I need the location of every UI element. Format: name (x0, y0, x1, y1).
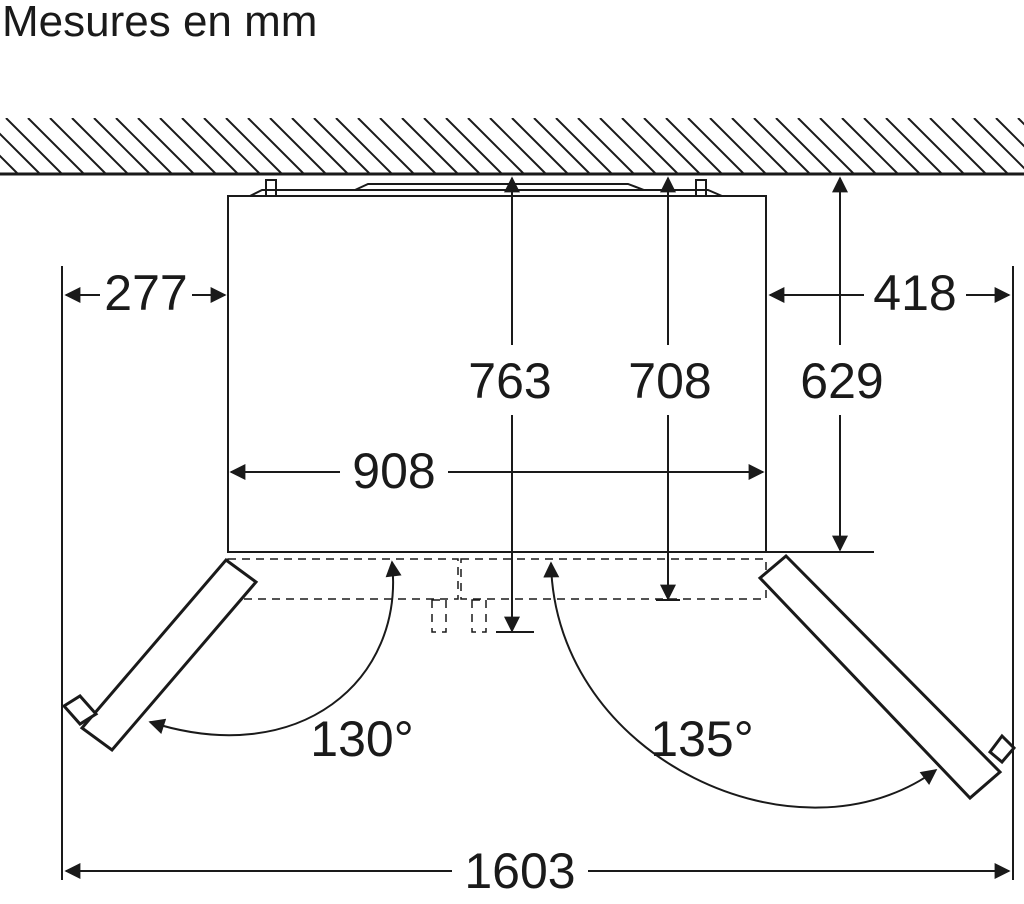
wall-hatch-line (49, 118, 107, 174)
wall-hatch-line (467, 118, 525, 174)
wall-hatch-line (643, 118, 701, 174)
wall-hatch-line (423, 118, 481, 174)
dimension-left-clearance: 277 (64, 265, 227, 321)
wall-hatch-line (269, 118, 327, 174)
wall-hatch-line (555, 118, 613, 174)
wall-hatch-line (797, 118, 855, 174)
closed-door-outlines (227, 558, 767, 633)
wall-hatch-line (819, 118, 877, 174)
wall-hatch-line (841, 118, 899, 174)
total-width-label: 1603 (464, 843, 575, 899)
right-door-swing-arc: 135° (543, 561, 938, 809)
right-door-angle-label: 135° (650, 711, 753, 767)
right-door-open (757, 553, 1017, 801)
wall-hatch-line (775, 118, 833, 174)
wall-hatch-line (951, 118, 1009, 174)
fridge-body (227, 179, 767, 553)
wall-hatch-line (225, 118, 283, 174)
wall-hatch-line (313, 118, 371, 174)
wall-hatch-line (731, 118, 789, 174)
wall-hatch-line (71, 118, 129, 174)
dimension-total-depth: 763 (468, 176, 552, 633)
dimension-total-width: 1603 (64, 843, 1011, 899)
body-depth-label: 629 (800, 353, 883, 409)
wall-hatch-line (885, 118, 943, 174)
door-depth-label: 708 (628, 353, 711, 409)
wall-hatch-line (929, 118, 987, 174)
wall-hatch-line (335, 118, 393, 174)
right-clearance-label: 418 (873, 265, 956, 321)
wall-hatch-line (621, 118, 679, 174)
wall-hatch-line (709, 118, 767, 174)
wall-hatch-line (5, 118, 63, 174)
wall-hatch-line (863, 118, 921, 174)
diagram-title: Mesures en mm (2, 0, 317, 46)
wall-hatch-line (687, 118, 745, 174)
wall-hatch-line (665, 118, 723, 174)
wall-hatch-line (181, 118, 239, 174)
wall-hatch-line (599, 118, 657, 174)
wall-hatch-line (0, 154, 19, 174)
left-door-angle-label: 130° (310, 711, 413, 767)
wall-hatch-line (753, 118, 811, 174)
dimension-body-depth: 629 (800, 176, 884, 552)
wall-hatch-line (973, 118, 1024, 170)
dimension-door-depth: 708 (628, 176, 712, 601)
dimension-body-width: 908 (229, 443, 765, 499)
body-width-label: 908 (352, 443, 435, 499)
wall-hatch-line (159, 118, 217, 174)
wall-hatch-line (907, 118, 965, 174)
wall (0, 118, 1024, 176)
wall-hatch-line (533, 118, 591, 174)
wall-hatch-line (379, 118, 437, 174)
wall-hatch-line (247, 118, 305, 174)
left-door-open (61, 557, 259, 753)
wall-hatch-line (401, 118, 459, 174)
wall-hatch-line (489, 118, 547, 174)
wall-hatch-line (203, 118, 261, 174)
wall-hatch-line (115, 118, 173, 174)
total-depth-label: 763 (468, 353, 551, 409)
wall-hatch-line (577, 118, 635, 174)
wall-hatch-line (445, 118, 503, 174)
wall-hatch-line (511, 118, 569, 174)
wall-hatch-line (27, 118, 85, 174)
wall-hatch-line (291, 118, 349, 174)
wall-hatch-line (357, 118, 415, 174)
wall-hatch-line (995, 118, 1024, 148)
wall-hatch-line (93, 118, 151, 174)
wall-hatch-line (137, 118, 195, 174)
left-door-swing-arc: 130° (148, 560, 414, 767)
dimension-right-clearance: 418 (768, 265, 1011, 321)
left-clearance-label: 277 (104, 265, 187, 321)
wall-hatch-line (0, 132, 41, 174)
